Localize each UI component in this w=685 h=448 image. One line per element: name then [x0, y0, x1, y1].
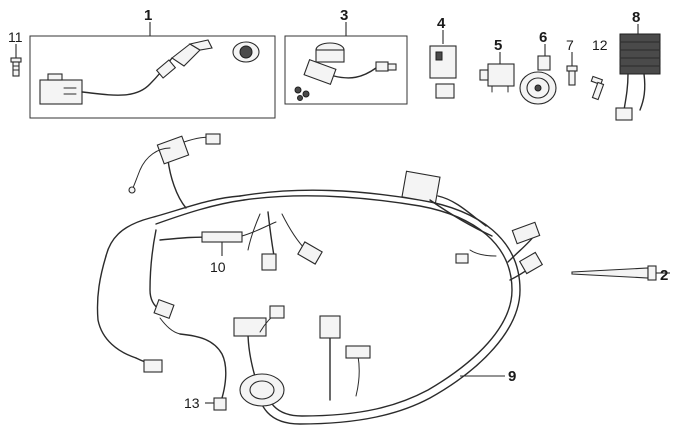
- callout-11: 11: [8, 29, 23, 45]
- callout-13: 13: [184, 395, 200, 411]
- part-3-relay-assembly: [284, 22, 408, 105]
- part-6-horn: [519, 44, 557, 105]
- callout-1: 1: [144, 7, 152, 24]
- part-4-fuse-box: [429, 30, 457, 99]
- callout-8: 8: [632, 9, 640, 26]
- part-12-bolt: [590, 75, 605, 101]
- part-13-sensor-lead: [96, 229, 227, 411]
- part-7-screw: [566, 52, 578, 86]
- part-5-relay: [479, 52, 515, 93]
- part-1-ignition-coil: [29, 22, 276, 119]
- callout-4: 4: [437, 15, 446, 32]
- part-9-main-harness: [105, 133, 544, 425]
- callout-5: 5: [494, 37, 502, 54]
- callout-7: 7: [566, 37, 574, 53]
- callout-9: 9: [508, 368, 516, 385]
- callout-2: 2: [660, 267, 668, 284]
- callout-12: 12: [592, 37, 608, 53]
- part-8-regulator-rectifier: [615, 24, 661, 121]
- callout-3: 3: [340, 7, 348, 24]
- callout-6: 6: [539, 29, 547, 46]
- part-11-bolt: [10, 44, 22, 77]
- callout-10: 10: [210, 259, 226, 275]
- part-2-long-bolt: [571, 265, 670, 281]
